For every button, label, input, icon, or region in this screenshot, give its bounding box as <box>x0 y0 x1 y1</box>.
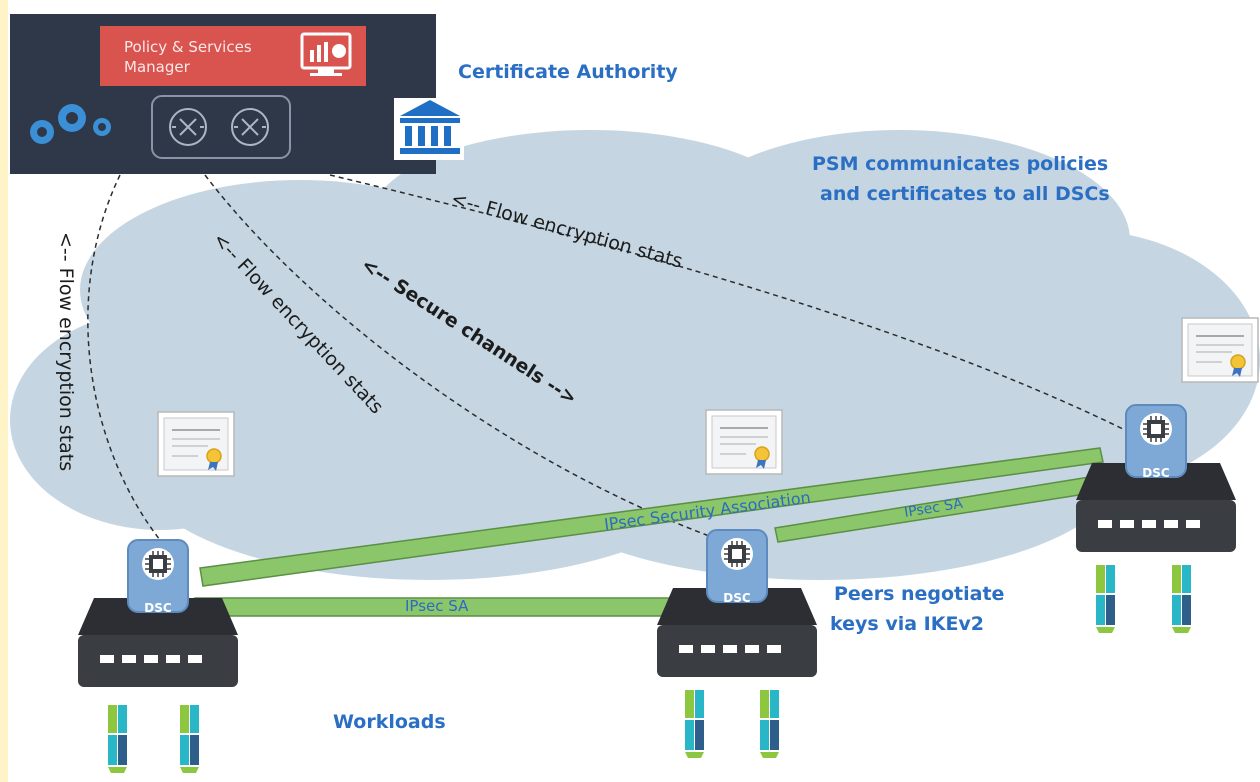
workload-icon <box>108 705 127 773</box>
workloads-label: Workloads <box>333 711 446 733</box>
dsc-label: DSC <box>723 591 751 605</box>
psm-comm-label-line1: PSM communicates policies <box>812 153 1108 175</box>
tunnel-label-bottom: IPsec SA <box>405 597 469 615</box>
psm-comm-label-line2: and certificates to all DSCs <box>820 183 1110 205</box>
peers-label-line1: Peers negotiate <box>834 583 1004 605</box>
dsc-label: DSC <box>1142 466 1170 480</box>
router-icon <box>169 108 207 146</box>
psm-panel: Policy & Services Manager <box>10 14 436 174</box>
certificate-icon <box>705 409 783 475</box>
workload-icon <box>1172 565 1191 633</box>
dashed-flow-lines <box>87 174 1126 541</box>
workload-icon <box>1096 565 1115 633</box>
certificate-icon <box>157 411 235 477</box>
monitor-chart-icon <box>300 32 352 76</box>
flow-stats-label-left: <-- Flow encryption stats <box>55 232 77 471</box>
dsc-label: DSC <box>144 601 172 615</box>
workload-icon <box>180 705 199 773</box>
dsc-node-middle: DSC <box>656 529 818 678</box>
gears-icon <box>30 104 111 144</box>
dsc-node-left: DSC <box>77 539 239 688</box>
psm-title-line2: Manager <box>124 58 191 76</box>
bank-icon <box>394 98 464 160</box>
workload-icon <box>760 690 779 758</box>
peers-label-line2: keys via IKEv2 <box>830 613 984 635</box>
dsc-node-right: DSC <box>1075 404 1237 553</box>
workload-icon <box>685 690 704 758</box>
certificate-authority-label: Certificate Authority <box>458 61 678 83</box>
certificate-icon <box>1181 317 1259 383</box>
psm-title-line1: Policy & Services <box>124 38 252 56</box>
left-edge-strip <box>0 0 8 782</box>
ipsec-tunnel-long <box>199 447 1104 587</box>
router-icon <box>231 108 269 146</box>
